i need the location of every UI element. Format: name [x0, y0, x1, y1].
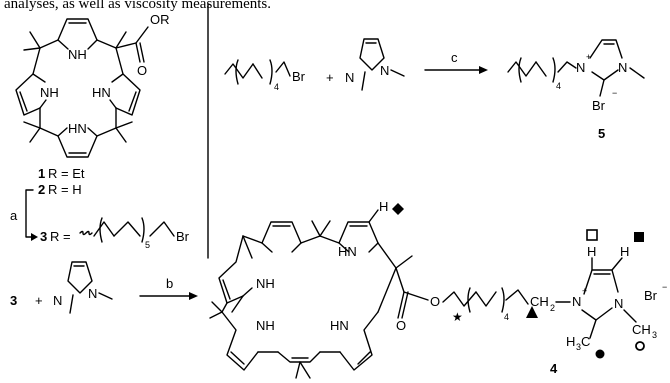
imidazole-n-left: N [345, 70, 354, 85]
or-group-label: OR [150, 12, 170, 27]
wavy-bond-icon [79, 230, 93, 236]
product4-h-open-square-label: H [587, 244, 596, 259]
calixpyrrole-structure-1: NH OR O NH HN H [15, 12, 170, 158]
product4-ch3: CH [632, 322, 651, 337]
imidazole-n-right: N [380, 63, 389, 78]
compound-2-number: 2 [38, 182, 45, 197]
plus-sign-top: + [326, 70, 334, 85]
imidazole-b-n-left: N [53, 293, 62, 308]
plus-sign-bottom: + [35, 293, 43, 308]
compound-1-label: R = Et [48, 166, 85, 181]
product5-br-minus: − [612, 88, 617, 98]
reaction-a-arrow [25, 189, 35, 238]
reaction-a-label: a [10, 208, 18, 223]
product4-h-diamond-label: H [379, 199, 388, 214]
product4-carbonyl-o: O [396, 318, 406, 333]
product4-br-minus: − [662, 282, 667, 292]
compound-3-number: 3 [40, 229, 47, 244]
reaction-a-arrowhead [31, 233, 38, 241]
carbonyl-o-label: O [137, 63, 147, 78]
star-marker-icon: ★ [452, 310, 463, 324]
open-square-marker-icon [586, 229, 598, 241]
product4-h3c-sub: 3 [576, 342, 581, 352]
chain4-subscript-product4: 4 [504, 312, 509, 322]
reaction-b-label: b [166, 276, 173, 291]
reaction-b-reactants: 3 + N N b [10, 261, 198, 314]
reaction-c: 4 Br + N N c 4 N + N Br − 5 [224, 38, 645, 141]
top-nh-label: NH [68, 47, 87, 62]
reaction-c-arrowhead [479, 66, 488, 74]
triangle-marker-icon [526, 306, 538, 318]
filled-circle-marker-icon [595, 349, 605, 359]
product4-ch2: CH [530, 294, 549, 309]
left-nh-label: NH [40, 85, 59, 100]
compound-4-number: 4 [550, 361, 558, 376]
product4-h3c-c: C [581, 334, 590, 349]
product5-n-right: N [618, 60, 627, 75]
compound-labels-left: 1 R = Et 2 R = H a 3 R = 5 Br [10, 166, 190, 250]
bottom-hn-label: HN [68, 121, 87, 136]
reaction-b-arrowhead [189, 292, 198, 300]
compound-3-label: R = [50, 229, 71, 244]
product4-ester-o: O [430, 294, 440, 309]
chain4-subscript-reactant: 4 [274, 82, 279, 92]
product5-br: Br [592, 98, 606, 113]
product4-h-filled-square-label: H [620, 244, 629, 259]
product4-nh-left: NH [256, 276, 275, 291]
product4-hn-top: HN [338, 244, 357, 259]
product4-hn-bottom: HN [330, 318, 349, 333]
right-hn-label: HN [92, 85, 111, 100]
product-4-structure: H NH HN NH HN O [209, 199, 667, 379]
product4-n-right: N [614, 296, 623, 311]
product4-ch2-sub: 2 [550, 303, 555, 313]
filled-square-marker-icon [634, 232, 644, 242]
reaction-c-label: c [451, 50, 458, 65]
product4-ch3-sub: 3 [652, 330, 657, 340]
bromoalkane-br: Br [292, 69, 306, 84]
compound-5-number: 5 [598, 126, 605, 141]
product5-n-plus: N [576, 60, 585, 75]
diamond-marker-icon [392, 203, 404, 215]
chain4-subscript-product: 4 [556, 81, 561, 91]
compound-3-br: Br [176, 229, 190, 244]
imidazole-b-n-right: N [88, 286, 97, 301]
product4-nh-bottom: NH [256, 318, 275, 333]
open-circle-marker-icon [635, 341, 645, 351]
caption-text: analyses, as well as viscosity measureme… [4, 0, 272, 12]
compound-3-number-b: 3 [10, 293, 17, 308]
compound-1-number: 1 [38, 166, 45, 181]
product5-charge-plus: + [586, 52, 591, 62]
product4-br: Br [644, 288, 658, 303]
product4-h3c-h: H [566, 334, 575, 349]
chain5-subscript: 5 [145, 240, 150, 250]
product4-n-plus: N [572, 294, 581, 309]
compound-2-label: R = H [48, 182, 82, 197]
